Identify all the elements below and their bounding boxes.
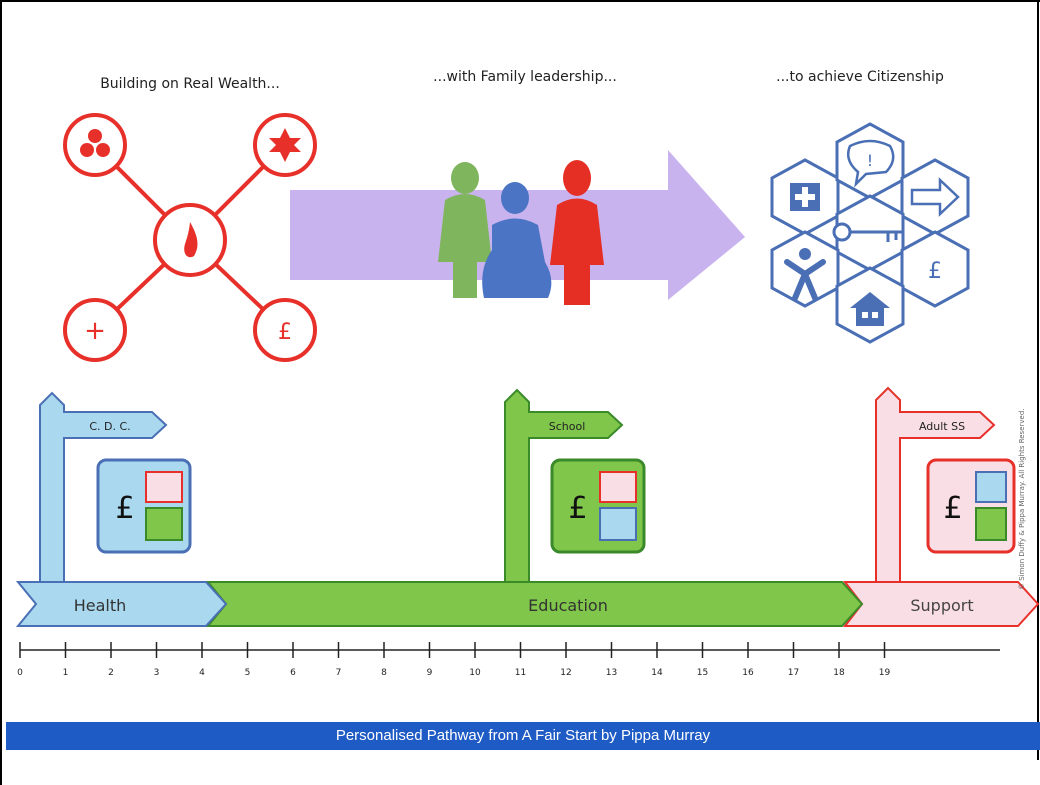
green-person-icon [438, 162, 492, 298]
hex-pound-label: £ [928, 259, 942, 284]
stage-health: Health [15, 581, 228, 627]
frame-left-border [0, 0, 2, 785]
budget-box-education: £ [550, 458, 646, 554]
person-icon [784, 248, 826, 301]
signpost-health: C. D. C. [39, 391, 168, 591]
timeline-tick-label: 11 [515, 668, 526, 678]
heading-wealth: Building on Real Wealth... [100, 76, 280, 92]
heading-family: ...with Family leadership... [433, 69, 617, 85]
timeline-tick-label: 16 [742, 668, 754, 678]
heading-citizenship: ...to achieve Citizenship [776, 69, 944, 85]
signpost-education: School [504, 388, 624, 591]
signpost-label-adult: Adult SS [919, 420, 965, 433]
stage-label-support: Support [910, 596, 973, 615]
plus-label: + [84, 316, 106, 346]
timeline-tick-label: 1 [63, 668, 69, 678]
red-person-icon [550, 160, 604, 305]
timeline-tick-label: 7 [336, 668, 342, 678]
medical-kit-icon [790, 183, 820, 211]
plus-icon: + [63, 298, 127, 362]
pound-hex-icon: £ [928, 259, 942, 284]
timeline-tick-label: 2 [108, 668, 114, 678]
blue-person-icon [482, 182, 552, 298]
budget-box-support: £ [926, 458, 1016, 554]
stage-education: Education [205, 581, 864, 627]
budget-symbol-education: £ [568, 491, 587, 526]
signpost-label-cdc: C. D. C. [89, 420, 130, 433]
timeline-tick-label: 19 [879, 668, 891, 678]
timeline-tick-label: 18 [833, 668, 845, 678]
star-icon [253, 113, 317, 177]
timeline-tick-label: 13 [606, 668, 617, 678]
stage-label-health: Health [74, 596, 127, 615]
signpost-label-school: School [549, 420, 586, 433]
timeline-tick-label: 17 [788, 668, 799, 678]
pound-icon: £ [253, 298, 317, 362]
family-figures [438, 160, 604, 305]
three-dots-icon [63, 113, 127, 177]
house-icon [850, 292, 890, 326]
timeline-tick-label: 0 [17, 668, 23, 678]
frame-top-border [0, 0, 1040, 2]
hex-person [770, 230, 840, 308]
key-icon [832, 222, 902, 242]
budget-box-health: £ [96, 458, 192, 554]
timeline-tick-label: 4 [199, 668, 205, 678]
pound-label: £ [278, 320, 292, 345]
timeline-tick-label: 5 [245, 668, 251, 678]
flame-icon [153, 203, 227, 277]
timeline-tick-label: 9 [427, 668, 433, 678]
stage-support: Support [842, 581, 1040, 627]
budget-symbol-health: £ [115, 491, 134, 526]
stage-label-education: Education [528, 596, 608, 615]
timeline-tick-label: 14 [651, 668, 663, 678]
timeline-tick-label: 15 [697, 668, 708, 678]
caption-bar: Personalised Pathway from A Fair Start b… [6, 722, 1040, 750]
budget-symbol-support: £ [943, 491, 962, 526]
signpost-support: Adult SS [875, 386, 996, 591]
hex-pound [900, 230, 970, 308]
speech-label: ! [867, 151, 873, 170]
copyright-text: © Simon Duffy & Pippa Murray. All Rights… [1018, 408, 1026, 591]
timeline-tick-label: 8 [381, 668, 387, 678]
speech-bubble-icon: ! [847, 139, 895, 188]
timeline-tick-label: 3 [154, 668, 160, 678]
frame-right-border [1037, 0, 1039, 760]
arrow-icon [910, 177, 960, 217]
timeline-tick-label: 12 [560, 668, 571, 678]
timeline-tick-label: 10 [469, 668, 481, 678]
timeline-tick-label: 6 [290, 668, 296, 678]
